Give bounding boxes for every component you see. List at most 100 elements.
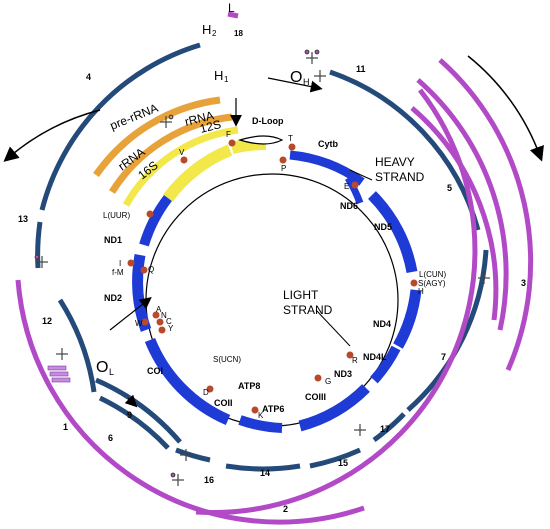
trna-luur-label: L(UUR) [103,211,130,220]
rrna-12s-label: 12S [198,117,222,136]
light-strand-pointer [315,309,351,347]
trna-k-label: K [258,411,264,420]
trna-a-label: A [156,305,162,314]
transcript-number-7: 7 [441,352,446,362]
cloverleaf-icon-4 [56,348,68,360]
transcript-3c-arc [410,106,499,321]
trna-sagy-label: S(AGY) [418,279,446,288]
h1-sub-label: 1 [224,75,229,84]
trna-p-label: P [281,164,286,173]
transcript-16-arc [175,447,211,463]
trna-r-label: R [352,356,358,365]
cloverleaf-icon-9 [160,114,174,128]
cloverleaf-icon-8 [478,272,490,284]
ol-label: O [96,359,108,376]
trna-h-label: H [418,287,424,296]
heavy-strand-label-2: STRAND [375,170,425,184]
heavy-strand-pointer [349,169,373,181]
transcript-3b-arc [416,78,509,331]
oh-sub-label: H [303,77,310,87]
gene-nd1-label: ND1 [104,235,122,245]
l-label: L [228,1,235,15]
gene-nd6-band [344,176,364,205]
trna-lcun-label: L(CUN) [419,270,446,279]
h1-label: H [214,68,223,83]
trna-v-label: V [179,148,185,157]
trna-i-label: I [119,259,121,268]
rrna-12s-band [230,137,267,154]
cloverleaf-icon-2 [314,70,326,82]
gene-coi-band [144,337,231,426]
gene-cytb-label: Cytb [318,139,339,149]
transcript-number-17: 17 [380,424,390,434]
transcript-number-15: 15 [338,458,348,468]
transcript-9-arc [95,377,182,444]
gene-nd2-label: ND2 [104,293,122,303]
transcript-number-9: 9 [127,410,132,420]
gene-atp6-label: ATP6 [262,404,284,414]
gene-nd1-band [139,194,173,247]
cloverleaf-icon-7 [354,424,366,436]
trna-g-label: G [325,377,331,386]
gene-atp6-band [238,415,283,433]
cloverleaf-icons [34,49,490,486]
rrna-inner-arc [122,126,239,207]
trna-n-label: N [161,311,167,320]
d-loop-shape [237,135,284,145]
transcript-number-3: 3 [521,278,526,288]
trna-t-label: T [288,134,293,143]
transcript-2-arc [195,88,478,516]
trna-f-label: F [226,130,231,139]
transcript-number-16: 16 [204,475,214,485]
gene-nd3-band [370,345,401,384]
gene-coiii-band [298,384,370,432]
gene-nd5-band [368,191,418,274]
left-direction-arrow [3,109,101,162]
rrna-outer-arc [109,113,233,194]
heavy-strand-genes [132,150,422,433]
heavy-strand-label-1: HEAVY [375,155,415,169]
ol-stack-icon [47,365,71,383]
trna-sucn-label: S(UCN) [213,355,241,364]
trna-q-label: Q [148,265,154,274]
gene-nd3-label: ND3 [334,369,352,379]
transcript-number-13: 13 [18,214,28,224]
trna-dots [127,139,418,414]
transcript-number-1: 1 [63,422,68,432]
trna-d-label: D [203,388,209,397]
transcript-number-4: 4 [86,72,91,82]
trna-y-label: Y [168,324,174,333]
magenta-transcripts [15,11,534,525]
transcript-18-bar [227,11,239,19]
cloverleaf-icon-1 [304,49,320,64]
gene-nd4-label: ND4 [373,319,391,329]
trna-fm-label: f-M [112,268,124,277]
light-strand-label-2: STRAND [283,303,333,317]
trna-w-label: W [135,319,143,328]
ol-down-arrow [124,394,138,408]
ol-up-arrow [109,297,152,331]
pre-rrna-label: pre-rRNA [108,101,160,133]
ol-sub-label: L [109,367,114,377]
gene-coii-label: COII [214,398,233,408]
gene-nd6-label: ND6 [340,201,358,211]
transcript-1-arc [15,279,365,525]
gene-nd5-label: ND5 [374,222,392,232]
pre-rrna-arc [93,96,221,177]
trna-e-label: E [344,182,349,191]
transcript-4-arc [39,42,201,211]
oh-label: O [290,69,302,86]
gene-nd4-band [393,289,422,349]
transcript-number-6: 6 [108,433,113,443]
transcript-6-arc [98,395,170,450]
transcript-14-arc [225,463,301,472]
right-direction-arrow [467,55,544,162]
gene-atp8-label: ATP8 [238,381,260,391]
h2-label: H [202,22,211,37]
trna-c-label: C [166,317,172,326]
light-strand-label-1: LIGHT [283,288,319,302]
transcript-number-14: 14 [260,468,270,478]
oh-right-arrow [267,77,323,93]
